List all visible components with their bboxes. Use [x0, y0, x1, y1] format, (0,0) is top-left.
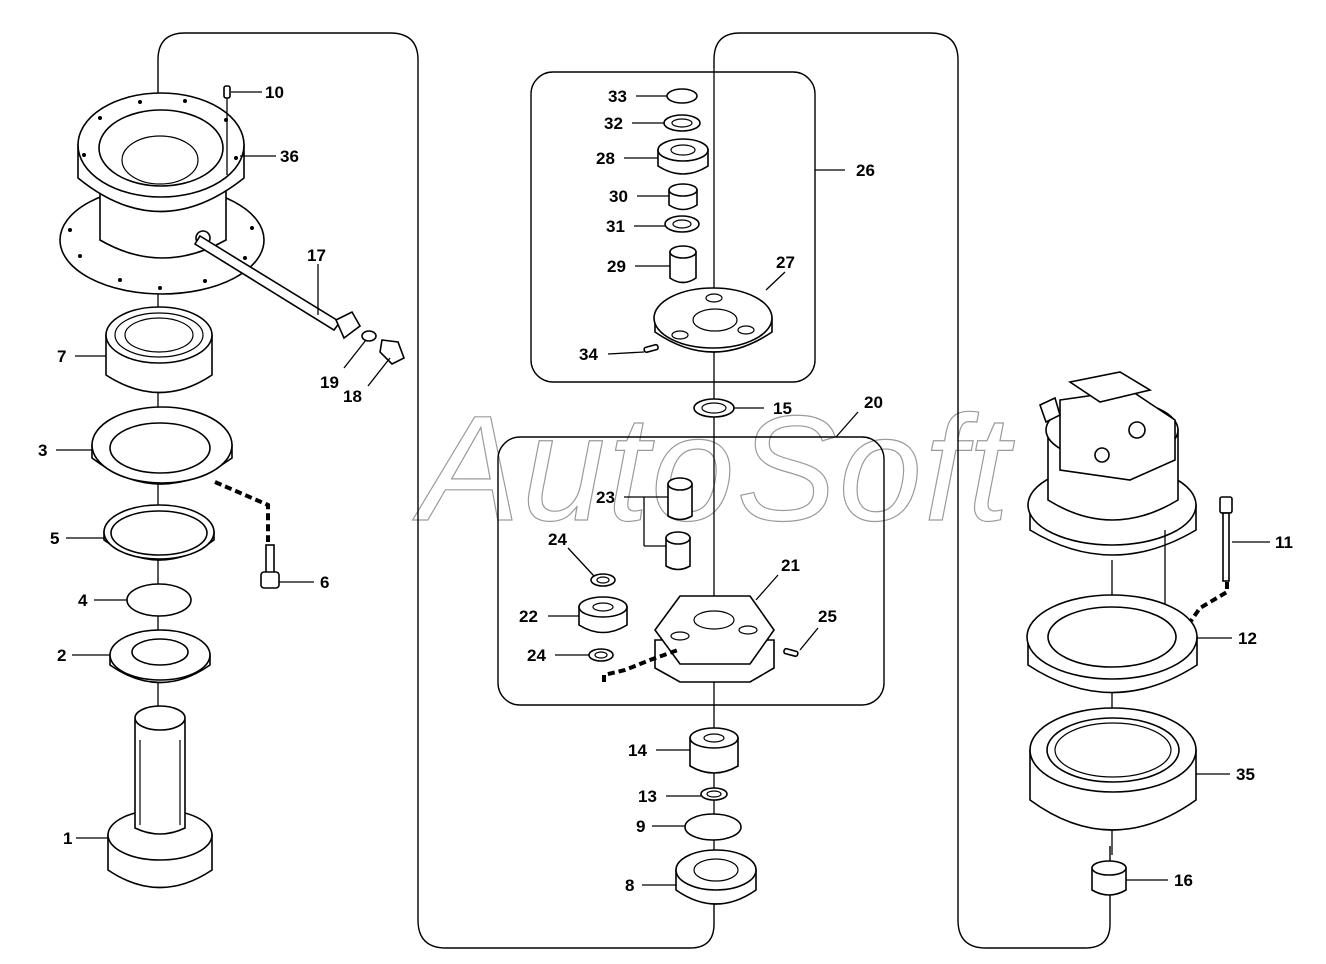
part-5-seal-ring — [103, 504, 215, 561]
callout-2: 2 — [57, 646, 66, 665]
part-17-rod — [193, 234, 362, 340]
part-11-dash-link — [1184, 582, 1229, 630]
callout-14: 14 — [628, 741, 647, 760]
callout-17: 17 — [307, 246, 326, 265]
part-8-bearing — [675, 849, 757, 905]
callout-12: 12 — [1238, 629, 1257, 648]
part-15-washer — [693, 398, 735, 418]
callout-10: 10 — [265, 83, 284, 102]
part-22-dash-link — [602, 648, 679, 682]
part-34-pin — [643, 343, 659, 354]
callout-8: 8 — [625, 876, 634, 895]
part-4-o-ring — [126, 583, 192, 617]
callout-4: 4 — [78, 591, 88, 610]
part-22-planet-gear — [578, 596, 628, 634]
callout-19: 19 — [320, 373, 339, 392]
callout-18: 18 — [343, 387, 362, 406]
callout-20: 20 — [864, 393, 883, 412]
part-16-coupling — [1091, 860, 1127, 896]
part-30-bushing — [668, 183, 698, 211]
group-20-frame — [497, 436, 885, 706]
callout-7: 7 — [57, 347, 66, 366]
callout-1: 1 — [63, 829, 72, 848]
callout-21: 21 — [781, 556, 800, 575]
callout-16: 16 — [1174, 871, 1193, 890]
callout-9: 9 — [636, 817, 645, 836]
callout-27: 27 — [776, 253, 795, 272]
callout-24-bottom: 24 — [527, 646, 546, 665]
callout-25: 25 — [818, 607, 837, 626]
part-24-washer-bottom — [588, 648, 614, 662]
part-9-o-ring — [684, 813, 742, 841]
part-23-pins — [665, 477, 693, 571]
part-35-ring-gear — [1029, 707, 1197, 831]
callout-36: 36 — [280, 147, 299, 166]
callout-28: 28 — [596, 149, 615, 168]
callout-3: 3 — [38, 441, 47, 460]
callout-15: 15 — [773, 399, 792, 418]
callout-26: 26 — [856, 161, 875, 180]
part-3-ring-plate — [91, 406, 233, 485]
part-32-thrust-washer — [663, 114, 701, 132]
part-36-housing — [59, 92, 265, 295]
callout-35: 35 — [1236, 765, 1255, 784]
part-27-carrier-plate — [653, 287, 773, 353]
callout-24-top: 24 — [548, 530, 567, 549]
part-12-ring-plate — [1026, 594, 1198, 694]
part-28-planet-gear — [657, 138, 709, 175]
callout-22: 22 — [519, 607, 538, 626]
callout-31: 31 — [606, 217, 625, 236]
part-1-pinion-shaft — [107, 705, 213, 889]
part-31-washer — [664, 215, 700, 233]
callout-13: 13 — [638, 787, 657, 806]
callout-32: 32 — [604, 114, 623, 133]
callout-11: 11 — [1275, 533, 1293, 552]
assembly-flow-line-right — [713, 32, 1111, 949]
part-6-bolt — [260, 544, 280, 589]
part-29-pin — [669, 245, 697, 284]
part-2-collar — [109, 629, 211, 684]
part-13-snap-ring — [700, 787, 728, 801]
part-24-washer-top — [590, 573, 616, 587]
callout-34: 34 — [579, 345, 598, 364]
part-14-sun-gear — [689, 727, 739, 774]
callout-33: 33 — [608, 87, 627, 106]
part-11-bolt — [1219, 496, 1233, 582]
callout-29: 29 — [607, 257, 626, 276]
part-10-pin — [223, 85, 231, 175]
assembly-flow-line-left — [157, 32, 715, 949]
swing-motor-assembly — [1027, 371, 1197, 556]
group-26-frame — [530, 71, 816, 383]
callout-6: 6 — [320, 573, 329, 592]
part-18-plug — [379, 339, 406, 365]
part-25-pin — [783, 647, 799, 658]
callout-23: 23 — [596, 488, 615, 507]
leader-lines — [56, 91, 1270, 886]
callout-5: 5 — [50, 529, 59, 548]
part-7-bearing — [105, 306, 213, 394]
part-6-dash-link — [214, 480, 270, 542]
part-21-carrier — [654, 595, 775, 683]
part-19-washer — [361, 330, 377, 342]
part-33-cap — [666, 88, 698, 104]
callout-30: 30 — [609, 187, 628, 206]
